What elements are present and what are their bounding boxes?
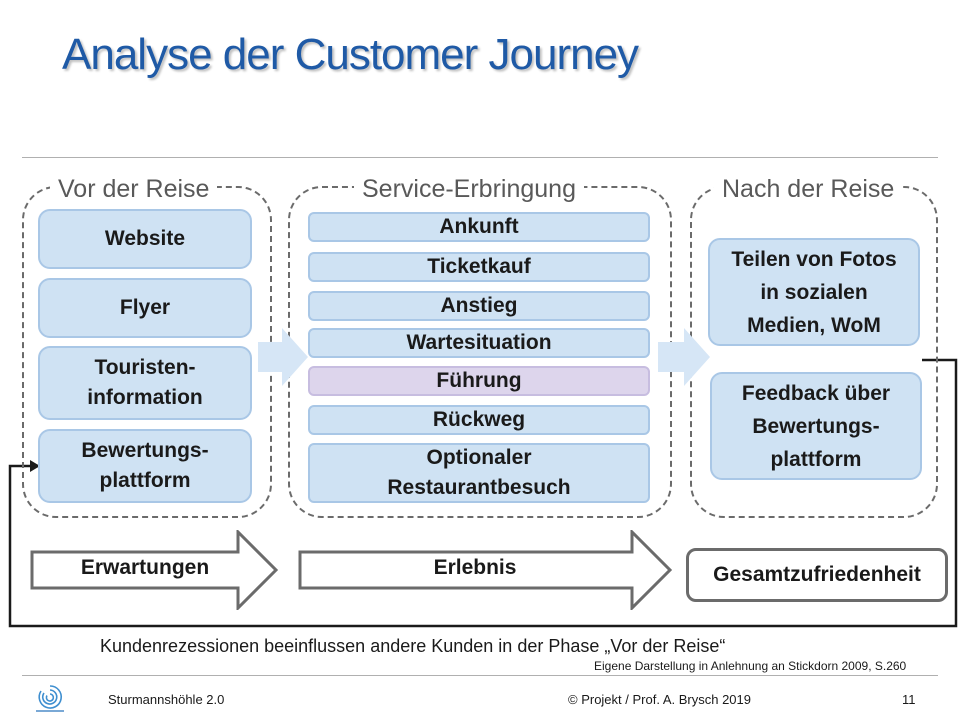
footer-divider (22, 675, 938, 676)
service-step-restaurant: Optionaler Restaurantbesuch (308, 443, 650, 503)
experience-label: Erlebnis (433, 556, 517, 579)
service-step-tour: Führung (308, 366, 650, 396)
expectations-arrow-icon (30, 530, 279, 610)
footer-page-number: 11 (902, 692, 916, 707)
service-step-arrival: Ankunft (308, 212, 650, 242)
footer-project: Sturmannshöhle 2.0 (108, 692, 225, 707)
service-step-ascent: Anstieg (308, 291, 650, 321)
touchpoint-review-platform: Bewertungs- plattform (38, 429, 252, 503)
service-step-waiting: Wartesituation (308, 328, 650, 358)
caption: Kundenrezessionen beeinflussen andere Ku… (100, 636, 726, 656)
touchpoint-website: Website (38, 209, 252, 269)
touchpoint-tourist-information: Touristen- information (38, 346, 252, 420)
source-note: Eigene Darstellung in Anlehnung an Stick… (594, 659, 907, 673)
expectations-label: Erwartungen (80, 556, 210, 579)
phase-label-before: Vor der Reise (50, 174, 218, 204)
title-divider (22, 157, 938, 158)
touchpoint-photo-sharing: Teilen von Fotos in sozialen Medien, WoM (708, 238, 920, 346)
overall-satisfaction-box: Gesamtzufriedenheit (686, 548, 948, 602)
touchpoint-flyer: Flyer (38, 278, 252, 338)
service-step-return: Rückweg (308, 405, 650, 435)
phase-label-service: Service-Erbringung (354, 174, 584, 204)
flow-arrow-icon (658, 328, 710, 386)
phase-label-after: Nach der Reise (714, 174, 903, 204)
page-title: Analyse der Customer Journey (62, 30, 639, 79)
university-logo-icon (36, 685, 64, 712)
flow-arrow-icon (258, 328, 308, 386)
experience-arrow-icon (298, 530, 673, 610)
footer-copyright: © Projekt / Prof. A. Brysch 2019 (568, 692, 751, 707)
service-step-ticket: Ticketkauf (308, 252, 650, 282)
touchpoint-feedback: Feedback über Bewertungs- plattform (710, 372, 922, 480)
